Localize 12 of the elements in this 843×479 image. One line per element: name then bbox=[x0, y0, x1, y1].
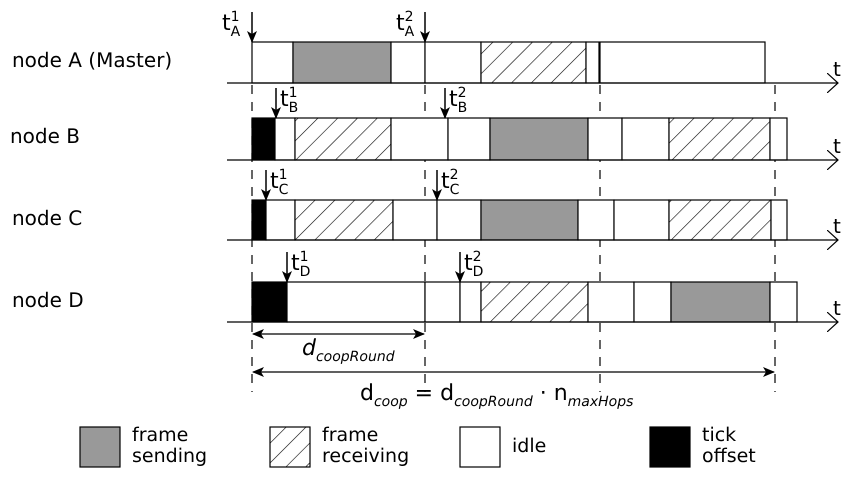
legend-label: idle bbox=[512, 436, 546, 457]
axis-label: t bbox=[833, 136, 841, 156]
node-label: node D bbox=[12, 290, 84, 310]
legend-label: tick offset bbox=[702, 425, 756, 467]
axis-label: t bbox=[833, 59, 841, 79]
legend-label: frame sending bbox=[132, 425, 208, 467]
node-label: node A (Master) bbox=[12, 50, 172, 70]
legend-label: frame receiving bbox=[322, 425, 410, 467]
node-label: node B bbox=[10, 126, 80, 146]
axis-label: t bbox=[833, 216, 841, 236]
node-label: node C bbox=[12, 208, 82, 228]
axis-label: t bbox=[833, 298, 841, 318]
